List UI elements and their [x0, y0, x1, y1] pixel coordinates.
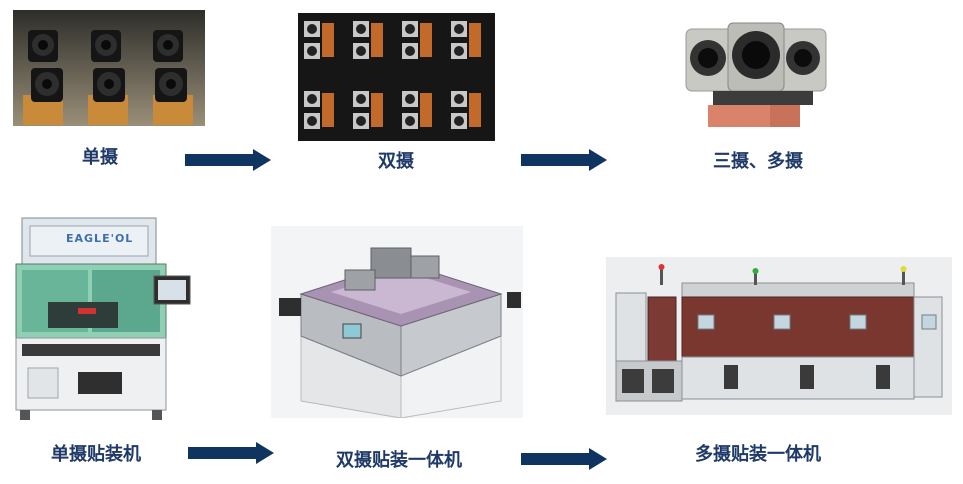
right-arrow-icon: [521, 448, 607, 470]
single-camera-photo: [13, 10, 205, 126]
right-arrow-icon: [185, 149, 271, 171]
single-camera-label: 单摄: [82, 147, 118, 168]
multi-camera-mounter-label: 多摄贴装一体机: [695, 444, 821, 465]
dual-camera-photo: [298, 13, 495, 141]
machine-brand-logo: EAGLE'OL: [66, 232, 134, 245]
single-camera-mounter-photo: EAGLE'OL: [8, 212, 194, 422]
dual-camera-mounter-photo: [271, 226, 523, 418]
multi-camera-label: 三摄、多摄: [713, 151, 803, 172]
dual-camera-mounter-label: 双摄贴装一体机: [336, 450, 462, 471]
multi-camera-mounter-photo: [606, 257, 952, 415]
right-arrow-icon: [521, 149, 607, 171]
dual-camera-label: 双摄: [378, 151, 414, 172]
triple-camera-photo: [678, 15, 834, 131]
right-arrow-icon: [188, 442, 274, 464]
single-camera-mounter-label: 单摄贴装机: [51, 444, 141, 465]
